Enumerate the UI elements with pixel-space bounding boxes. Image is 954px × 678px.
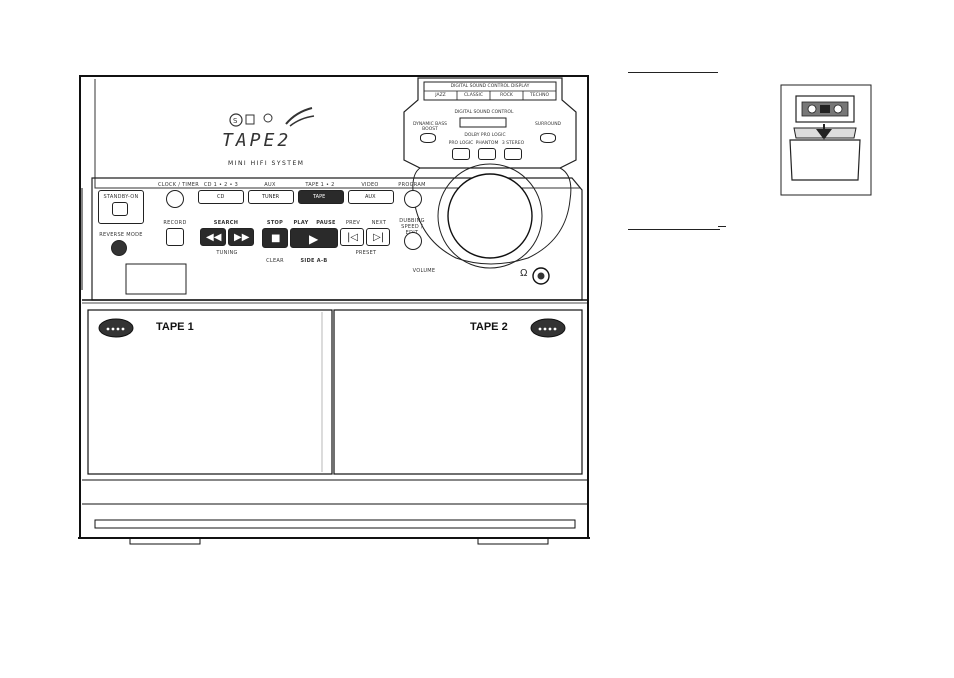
tape1-title: TAPE 1 xyxy=(156,321,194,333)
next-label: NEXT xyxy=(371,220,387,226)
next-button[interactable]: ▷| xyxy=(366,228,390,246)
dsc-mode-techno[interactable]: TECHNO xyxy=(529,93,550,98)
volume-label: VOLUME xyxy=(412,268,436,274)
play-label: PLAY xyxy=(293,220,309,226)
record-button[interactable] xyxy=(166,228,184,246)
play-pause-button[interactable]: ▶ xyxy=(290,228,338,248)
dsc-control-label: DIGITAL SOUND CONTROL xyxy=(454,110,514,115)
tape2-door[interactable] xyxy=(334,310,582,474)
dolby-label: DOLBY PRO LOGIC xyxy=(464,133,506,138)
tape2-title: TAPE 2 xyxy=(470,321,508,333)
dsc-mode-rock[interactable]: ROCK xyxy=(500,93,513,98)
model-name: MINI HIFI SYSTEM xyxy=(228,160,305,167)
tuner-button[interactable]: TUNER xyxy=(248,190,294,204)
dsc-mode-jazz[interactable]: JAZZ xyxy=(435,93,446,98)
heading-rule-dash xyxy=(718,226,726,227)
dsc-display-label: DIGITAL SOUND CONTROL DISPLAY xyxy=(450,84,530,89)
tape1-door[interactable] xyxy=(88,310,332,474)
prev-button[interactable]: |◁ xyxy=(340,228,364,246)
stop-button[interactable]: ■ xyxy=(262,228,288,248)
prev-label: PREV xyxy=(345,220,361,226)
surround-button[interactable] xyxy=(540,133,556,143)
heading-rule-top xyxy=(628,72,718,73)
tape-button[interactable]: TAPE xyxy=(298,190,344,204)
search-forward-button[interactable]: ▶▶ xyxy=(228,228,254,246)
dsc-mode-classic[interactable]: CLASSIC xyxy=(463,93,483,98)
program-button[interactable] xyxy=(404,190,422,208)
headphone-jack-icon: Ω xyxy=(520,268,528,279)
record-label: RECORD xyxy=(163,220,187,226)
dolby-phantom-button[interactable] xyxy=(478,148,496,160)
surround-label: SURROUND xyxy=(534,122,562,127)
program-label: PROGRAM xyxy=(398,182,426,188)
dolby-prologic-button[interactable] xyxy=(452,148,470,160)
source-top-aux: VIDEO xyxy=(361,182,379,188)
svg-text:S: S xyxy=(233,117,238,125)
clock-timer-button[interactable] xyxy=(166,190,184,208)
stop-label: STOP xyxy=(266,220,284,226)
standby-button[interactable] xyxy=(112,202,128,216)
side-label: SIDE A-B xyxy=(300,258,328,264)
dbb-label: DYNAMIC BASS BOOST xyxy=(412,122,448,132)
cd-button[interactable]: CD xyxy=(198,190,244,204)
search-label: SEARCH xyxy=(213,220,239,226)
aux-button[interactable]: AUX xyxy=(348,190,394,204)
clock-timer-label: CLOCK / TIMER xyxy=(158,182,200,188)
preset-label: PRESET xyxy=(355,250,377,256)
standby-label: STANDBY-ON xyxy=(103,194,139,200)
pause-label: PAUSE xyxy=(316,220,336,226)
dubbing-button[interactable] xyxy=(404,232,422,250)
reverse-mode-label: REVERSE MODE xyxy=(99,232,143,238)
reverse-mode-button[interactable] xyxy=(111,240,127,256)
tuning-label: TUNING xyxy=(216,250,238,256)
source-top-tape: TAPE 1 • 2 xyxy=(305,182,335,188)
heading-rule-bottom xyxy=(628,229,720,230)
dolby-3stereo-button[interactable] xyxy=(504,148,522,160)
clear-label: CLEAR xyxy=(266,258,284,264)
display-source: TAPE2 xyxy=(222,130,292,151)
source-top-tuner: AUX xyxy=(264,182,276,188)
dolby-option-3stereo: 3 STEREO xyxy=(501,141,525,146)
dbb-button[interactable] xyxy=(420,133,436,143)
search-back-button[interactable]: ◀◀ xyxy=(200,228,226,246)
cassette-insert-illustration xyxy=(780,84,872,196)
source-top-cd: CD 1 • 2 • 3 xyxy=(203,182,239,188)
dolby-option-phantom: PHANTOM xyxy=(475,141,499,146)
volume-knob[interactable] xyxy=(448,174,532,258)
dolby-option-prologic: PRO LOGIC xyxy=(448,141,474,146)
